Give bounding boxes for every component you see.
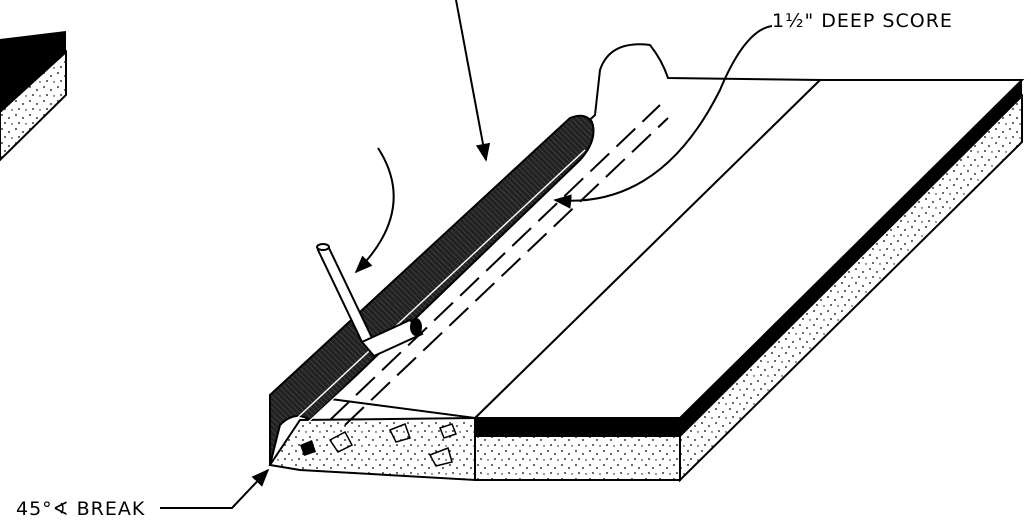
broken-concrete-face [268, 416, 476, 482]
break-angle-label: 45°∢ BREAK [16, 498, 146, 520]
score-arrow [553, 25, 773, 209]
score-lines [329, 104, 669, 426]
left-slab [0, 31, 67, 162]
leaders [160, 0, 773, 509]
scoring-tool [316, 243, 424, 358]
score-depth-label: 1½" DEEP SCORE [772, 10, 953, 32]
tool-arrow [354, 147, 395, 274]
joint-arrow [455, 0, 491, 162]
joint-channel [269, 114, 595, 466]
break-arrow [160, 468, 270, 509]
